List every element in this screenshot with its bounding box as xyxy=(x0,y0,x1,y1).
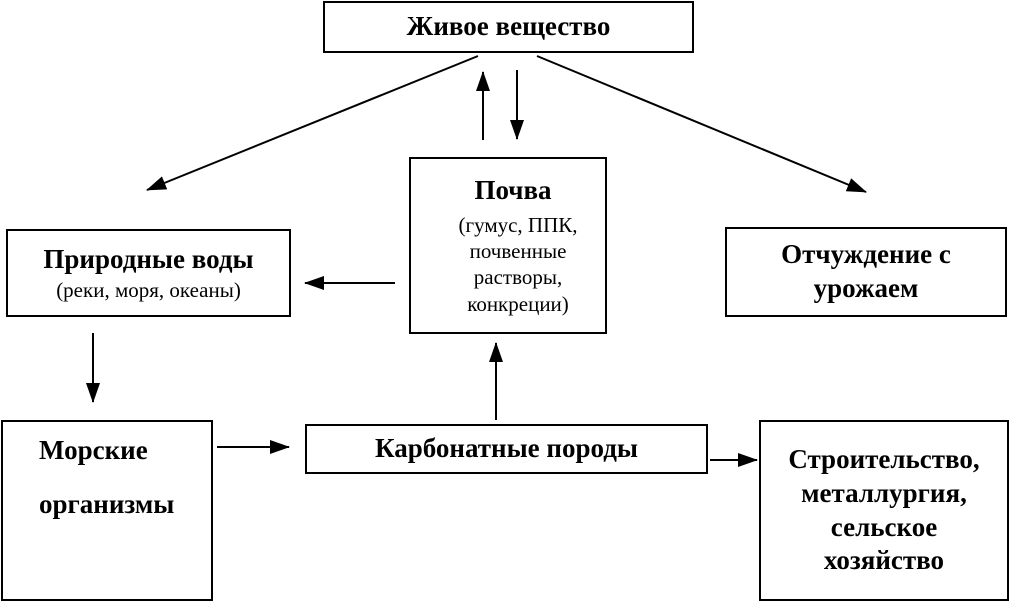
natural-waters-title: Природные воды xyxy=(43,244,254,274)
industry-line-1: Строительство, xyxy=(788,444,980,474)
box-marine-organisms: Морские организмы xyxy=(1,420,213,601)
soil-detail-4: конкреции) xyxy=(467,291,569,316)
harvest-line-1: Отчуждение с xyxy=(781,239,951,270)
soil-detail-2: почвенные xyxy=(469,239,567,264)
box-soil: Почва (гумус, ППК, почвенные растворы, к… xyxy=(409,157,607,334)
industry-line-3: сельское xyxy=(830,511,938,542)
soil-detail-1: (гумус, ППК, xyxy=(458,212,578,237)
live-matter-title: Живое вещество xyxy=(406,11,611,42)
arrow-live-to-water xyxy=(146,55,479,191)
box-live-matter: Живое вещество xyxy=(323,1,694,53)
box-natural-waters: Природные воды (реки, моря, океаны) xyxy=(6,229,291,317)
harvest-line-2: урожаем xyxy=(813,273,919,303)
box-harvest-removal: Отчуждение с урожаем xyxy=(725,227,1007,317)
soil-detail-3: растворы, xyxy=(473,265,563,290)
soil-title: Почва xyxy=(474,175,552,206)
natural-waters-subtitle: (реки, моря, океаны) xyxy=(56,277,241,302)
arrow-live-to-harvest xyxy=(536,55,867,193)
marine-line-2: организмы xyxy=(39,489,175,519)
carbonate-rocks-title: Карбонатные породы xyxy=(375,433,638,464)
industry-line-2: металлургия, xyxy=(801,477,967,508)
marine-line-1: Морские xyxy=(39,435,148,465)
industry-line-4: хозяйство xyxy=(823,545,945,576)
box-industry: Строительство, металлургия, сельское хоз… xyxy=(759,420,1009,601)
box-carbonate-rocks: Карбонатные породы xyxy=(305,424,708,474)
